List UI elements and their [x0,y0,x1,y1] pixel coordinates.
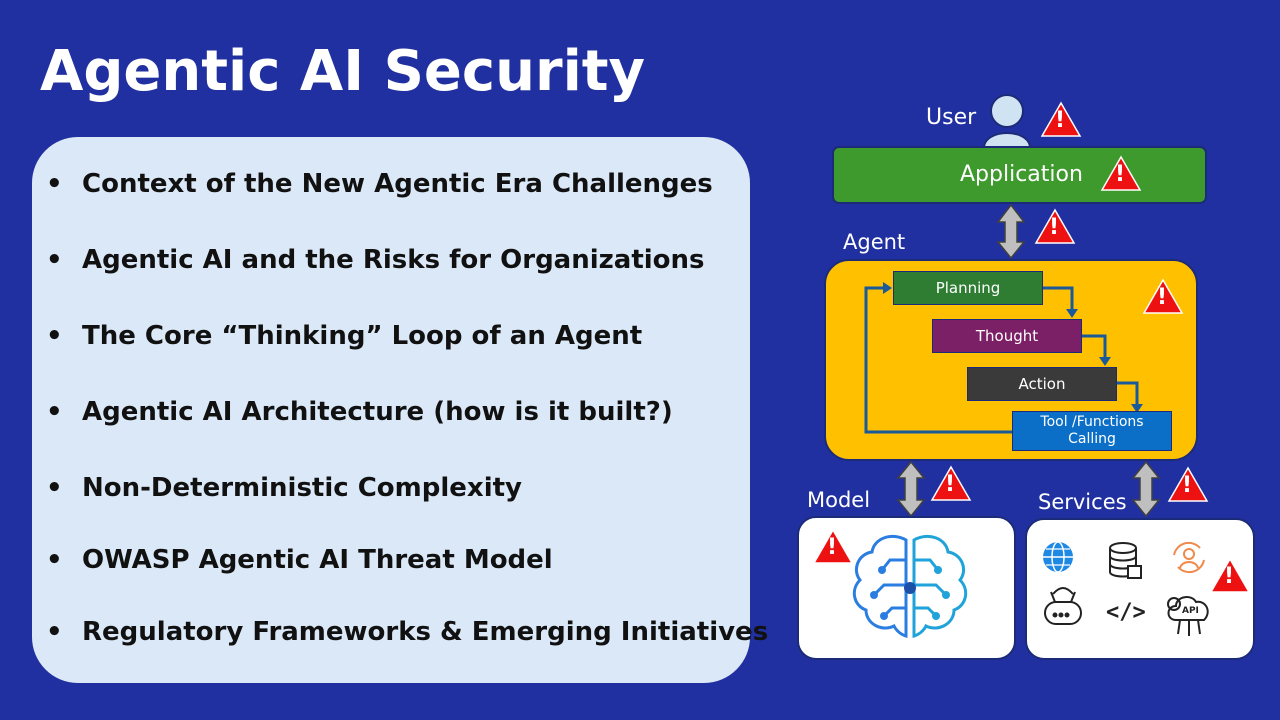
action-step: Action [967,367,1117,401]
warning-mark: ! [827,535,838,560]
agent-services-arrow [1131,460,1161,518]
database-icon [1109,542,1142,579]
warning-icon-application [1100,155,1142,191]
code-icon: </> [1106,600,1146,625]
warning-mark: ! [1055,108,1066,133]
loop-arrowheads [883,282,1143,413]
agenda-panel: • Context of the New Agentic Era Challeng… [32,137,768,683]
agenda-item-text: Agentic AI and the Risks for Organizatio… [82,245,705,275]
bullet-dot: • [46,245,63,275]
slide-title: Agentic AI Security [40,39,646,104]
warning-icon-agent-model [930,465,972,501]
warning-mark: ! [1115,162,1126,187]
agenda-item-text: Context of the New Agentic Era Challenge… [82,169,713,199]
warning-icon-app-agent [1034,208,1076,244]
warning-mark: ! [1224,564,1235,589]
planning-step: Planning [893,271,1043,305]
warning-icon-agent [1142,278,1184,314]
agent-container [824,259,1198,461]
warning-mark: ! [1182,473,1193,498]
thought-step: Thought [932,319,1082,353]
application-label: Application [960,162,1083,187]
agent-label: Agent [843,230,906,254]
bullet-dot: • [46,321,63,351]
bullet-dot: • [46,397,63,427]
tool-calling-step: Tool /Functions Calling [1012,411,1172,451]
agenda-item-text: Regulatory Frameworks & Emerging Initiat… [82,617,769,647]
bullet-dot: • [46,169,63,199]
agenda-item-text: Non-Deterministic Complexity [82,473,522,503]
warning-mark: ! [1049,215,1060,240]
services-label: Services [1038,490,1127,514]
bullet-dot: • [46,473,63,503]
agenda-item-text: Agentic AI Architecture (how is it built… [82,397,673,427]
model-label: Model [807,488,871,512]
user-label: User [926,105,977,130]
bullet-dot: • [46,617,63,647]
loop-connectors [864,286,1139,434]
app-agent-arrow [996,203,1026,260]
warning-icon-agent-services [1167,466,1209,502]
user-sync-icon [1173,541,1205,574]
bullet-dot: • [46,545,63,575]
warning-icon-services [1209,557,1251,593]
warning-mark: ! [945,472,956,497]
cloud-api-icon [1167,596,1209,636]
brain-nodes [870,566,950,620]
agenda-item-text: OWASP Agentic AI Threat Model [82,545,553,575]
api-icon-text: API [1182,606,1199,616]
services-box [1025,518,1255,660]
agenda-item-text: The Core “Thinking” Loop of an Agent [82,321,643,351]
router-icon [1044,587,1082,625]
globe-icon [1043,541,1073,573]
warning-icon-user [1040,101,1082,137]
warning-icon-model [812,528,854,564]
warning-mark: ! [1157,285,1168,310]
